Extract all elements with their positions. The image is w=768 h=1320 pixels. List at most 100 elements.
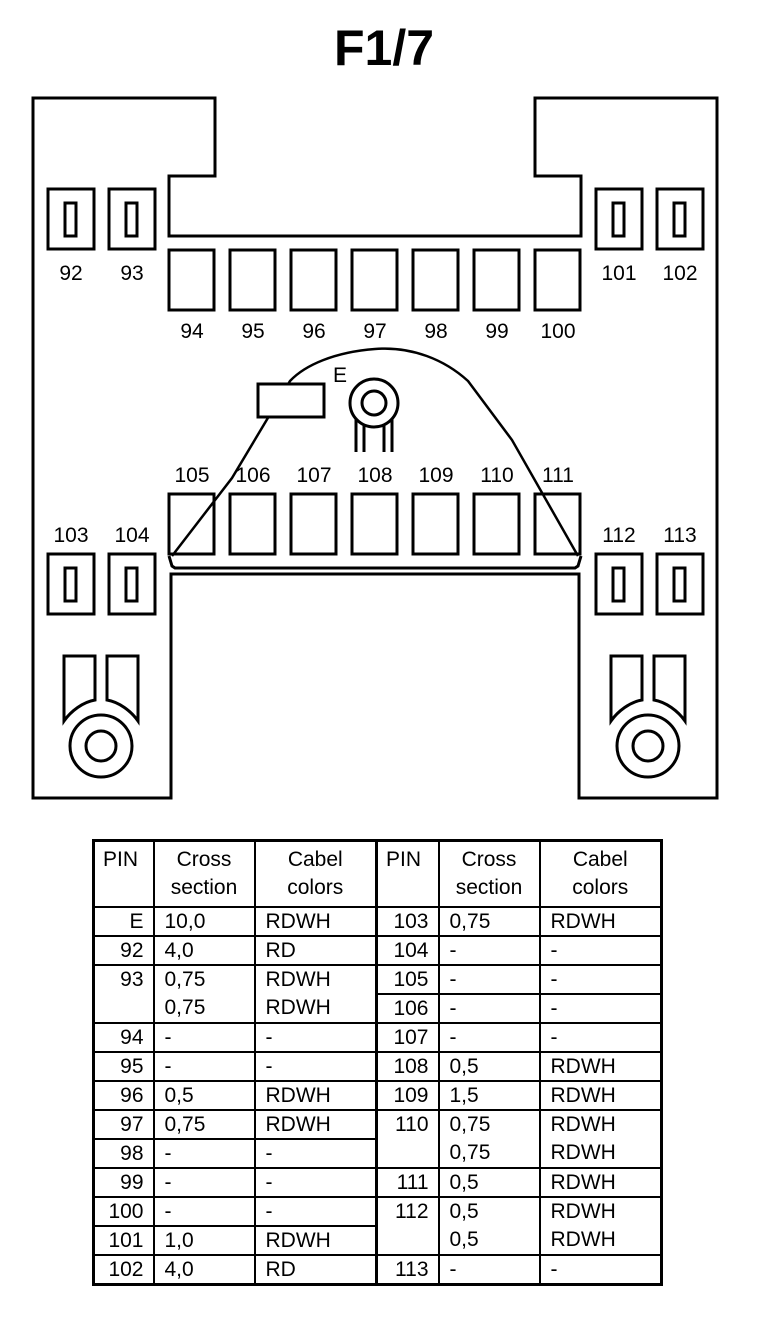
cable-color-cell: RDWH <box>538 907 662 936</box>
pin-cell: 100 <box>93 1196 154 1226</box>
pin-label: 110 <box>480 464 513 487</box>
cavity-outline <box>167 555 583 570</box>
pin-95 <box>228 248 277 312</box>
pin-cell: 106 <box>375 993 439 1023</box>
cross-section-cell: 1,5 <box>437 1080 540 1110</box>
cable-color-cell: RDWH <box>538 1196 662 1226</box>
pin-99 <box>472 248 521 312</box>
earth-label: E <box>333 364 347 387</box>
pin-label: 107 <box>296 464 331 487</box>
pin-cell: 110 <box>375 1109 439 1139</box>
cross-section-cell: 0,5 <box>437 1226 540 1255</box>
diagram-title: F1/7 <box>333 20 435 76</box>
cross-section-cell: 0,75 <box>437 907 540 936</box>
cross-section-cell: 0,75 <box>152 1109 255 1139</box>
cable-color-cell: RDWH <box>538 1167 662 1197</box>
cross-section-cell: 0,75 <box>152 994 255 1023</box>
cable-color-cell: - <box>253 1138 377 1168</box>
pin-cell <box>375 1139 439 1168</box>
pin-cell: 105 <box>375 964 439 994</box>
pin-cell: 102 <box>93 1254 154 1285</box>
pin-108 <box>350 492 399 556</box>
pin-cell: 97 <box>93 1109 154 1139</box>
cable-color-cell: RDWH <box>538 1051 662 1081</box>
pin-107 <box>289 492 338 556</box>
cable-color-cell: RDWH <box>253 907 377 936</box>
cross-section-cell: - <box>437 1254 540 1285</box>
cable-color-cell: RDWH <box>538 1109 662 1139</box>
cable-color-cell: RDWH <box>538 1080 662 1110</box>
pin-cell: E <box>129 910 144 933</box>
pin-cell: 103 <box>375 907 439 936</box>
cross-section-cell: - <box>437 993 540 1023</box>
cable-color-cell: - <box>538 1254 662 1285</box>
pin-label: 102 <box>662 262 697 285</box>
pin-cell: 112 <box>375 1196 439 1226</box>
pin-104 <box>107 552 157 616</box>
pin-label: 113 <box>663 524 696 547</box>
cross-section-cell: 0,75 <box>437 1109 540 1139</box>
pin-label: 108 <box>357 464 392 487</box>
cross-section-cell: 0,75 <box>152 964 255 994</box>
pin-label: 105 <box>174 464 209 487</box>
cable-color-cell: - <box>538 935 662 965</box>
pin-94 <box>167 248 216 312</box>
pin-label: 93 <box>120 262 143 285</box>
cable-color-cell: RDWH <box>538 1226 662 1255</box>
pin-cell: 95 <box>93 1051 154 1081</box>
earth-arc <box>171 347 580 557</box>
pin-cell: 98 <box>93 1138 154 1168</box>
pin-label: 95 <box>241 320 264 343</box>
pin-cell: 104 <box>375 935 439 965</box>
pin-cell: 101 <box>93 1225 154 1255</box>
pin-label: 111 <box>542 464 574 487</box>
table-row: 94--107-- <box>93 1022 662 1052</box>
pin-label: 96 <box>302 320 325 343</box>
cable-color-cell: - <box>538 993 662 1023</box>
cable-color-cell: RDWH <box>538 1139 662 1168</box>
pin-cell: 111 <box>375 1167 439 1197</box>
pin-cell: 96 <box>93 1080 154 1110</box>
cross-section-cell: 0,5 <box>437 1167 540 1197</box>
cable-color-cell: RDWH <box>253 994 377 1023</box>
pin-label: 104 <box>114 524 149 547</box>
pin-cell <box>375 1226 439 1255</box>
pin-97 <box>350 248 399 312</box>
cable-color-cell: RDWH <box>253 1225 377 1255</box>
pin-label: 99 <box>485 320 508 343</box>
pin-label: 109 <box>418 464 453 487</box>
cross-section-cell: - <box>152 1167 255 1197</box>
header-pin: PIN <box>93 840 154 908</box>
pin-label: 103 <box>53 524 88 547</box>
pin-111 <box>533 492 582 556</box>
pin-106 <box>228 492 277 556</box>
pin-label: 100 <box>540 320 575 343</box>
pin-cell: 93 <box>93 964 154 994</box>
cable-color-cell: RDWH <box>253 1109 377 1139</box>
pin-110 <box>472 492 521 556</box>
pin-101 <box>594 187 644 251</box>
cable-color-cell: RD <box>253 1254 377 1285</box>
pin-label: 94 <box>180 320 204 343</box>
pin-cell: 99 <box>93 1167 154 1197</box>
cross-section-cell: 1,0 <box>152 1225 255 1255</box>
pin-103 <box>46 552 96 616</box>
cross-section-cell: - <box>437 1022 540 1052</box>
pin-cell: 92 <box>93 935 154 965</box>
pin-label: 106 <box>235 464 270 487</box>
pin-112 <box>594 552 644 616</box>
pin-102 <box>655 187 705 251</box>
